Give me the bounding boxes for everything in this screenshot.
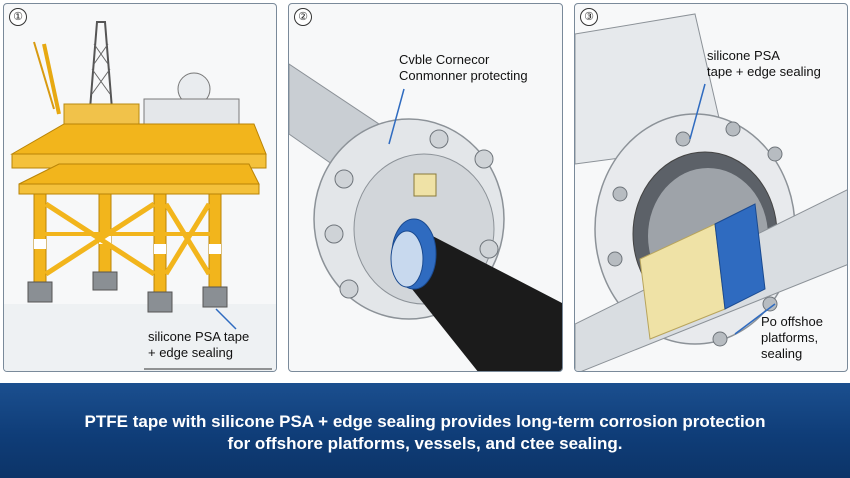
label-line: sealing xyxy=(761,346,803,361)
caption-line-2: for offshore platforms, vessels, and cte… xyxy=(227,434,623,453)
panel-offshore-platform: ① silicone PSA tape + edge sealing xyxy=(3,3,277,372)
pipe-sealing-illustration xyxy=(575,13,847,371)
label-line: platforms, xyxy=(761,330,819,345)
label-line: tape + edge sealing xyxy=(707,64,821,79)
caption-text: PTFE tape with silicone PSA + edge seali… xyxy=(0,411,850,455)
panel-1-label: silicone PSA tape + edge sealing xyxy=(148,329,274,361)
label-line: Cvble Cornecor xyxy=(399,52,490,67)
label-line: silicone PSA xyxy=(707,48,780,63)
label-line: Conmonner protecting xyxy=(399,68,528,83)
panel-number-1: ① xyxy=(9,8,27,26)
panel-pipe-sealing: ③ silicone PSA tape + edge sealing Po of… xyxy=(574,3,848,372)
panel-2-label: Cvble Cornecor Conmonner protecting xyxy=(399,52,559,84)
panel-3-label-bottom: Po offshoe platforms, sealing xyxy=(761,314,847,362)
panel-3-label-top: silicone PSA tape + edge sealing xyxy=(707,48,847,80)
caption-banner: PTFE tape with silicone PSA + edge seali… xyxy=(0,383,850,478)
label-line: Po offshoe xyxy=(761,314,823,329)
label-line: + edge sealing xyxy=(148,345,233,360)
caption-line-1: PTFE tape with silicone PSA + edge seali… xyxy=(84,412,766,431)
cable-connector-illustration xyxy=(289,63,562,371)
panel-cable-connector: ② Cvble Cornecor Conmonner protecting xyxy=(288,3,563,372)
panel-number-3: ③ xyxy=(580,8,598,26)
panel-number-2: ② xyxy=(294,8,312,26)
offshore-platform-illustration xyxy=(4,21,276,371)
label-line: silicone PSA tape xyxy=(148,329,250,344)
